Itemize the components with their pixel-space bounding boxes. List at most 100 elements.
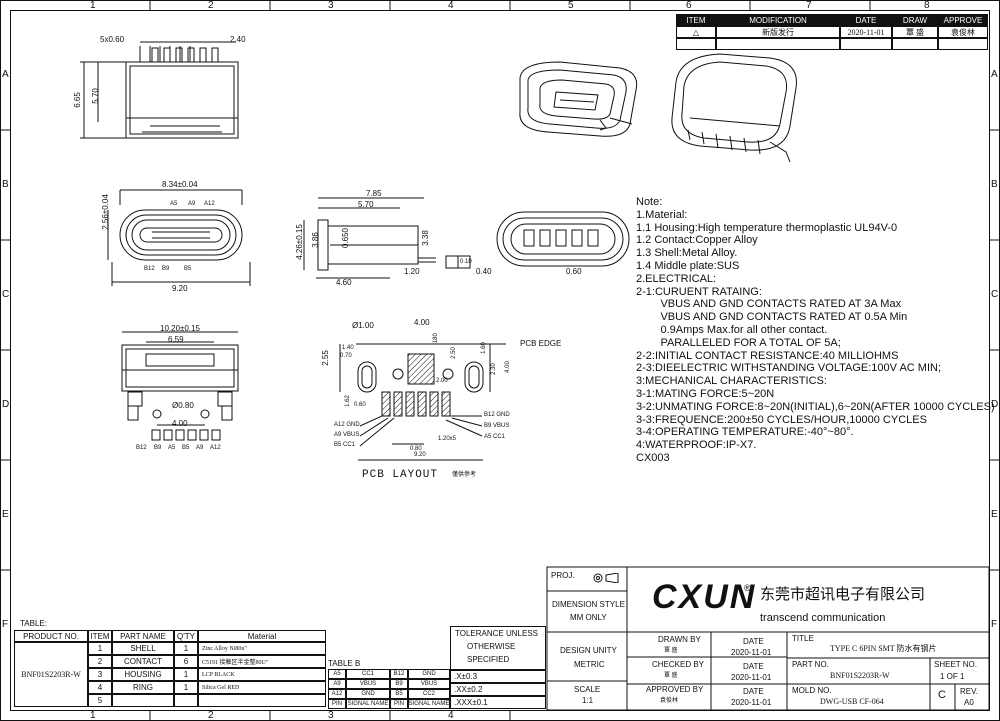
tolerance-row: .XX±0.2: [450, 683, 546, 696]
grid-row-b-right: B: [991, 179, 998, 190]
bottom-pin-a9: A9: [196, 445, 204, 451]
tb-sheet-label: SHEET NO.: [934, 660, 977, 669]
grid-row-e-right: E: [991, 509, 998, 520]
grid-row-e: E: [2, 509, 9, 520]
tb-approved-name: 袁俊林: [660, 698, 679, 704]
table-b-label: TABLE B: [328, 659, 361, 668]
front-pin-b5: B5: [184, 266, 192, 272]
bom-name: SHELL: [112, 642, 174, 655]
bottom-pin-b9: B9: [154, 445, 162, 451]
bom-name: HOUSING: [112, 668, 174, 681]
rev-empty-2: [716, 38, 840, 50]
dim-side-460: 4.60: [336, 278, 352, 287]
dim-top-665: 6.65: [72, 92, 82, 108]
tb-cell: A12: [328, 689, 346, 699]
grid-col-7: 7: [806, 0, 812, 11]
bottom-pin-b12: B12: [136, 445, 147, 451]
tb-footer: SIGNAL NAME: [408, 699, 450, 709]
bom-hdr-material: Material: [198, 630, 326, 642]
dim-side-426: 4.26±0.15: [294, 224, 304, 260]
pcb-label-b5: B5 CC1: [334, 442, 356, 448]
tb-date-val-2: 2020-11-01: [731, 673, 772, 682]
tb-cell: VBUS: [408, 679, 450, 689]
tb-size: C: [938, 689, 946, 701]
bom-table-label: TABLE:: [20, 619, 47, 628]
tb-scale-val: 1:1: [582, 696, 594, 705]
iso-view-1: [519, 61, 638, 137]
grid-row-b: B: [2, 179, 9, 190]
pcb-label-a5: A5 CC1: [484, 434, 506, 440]
tolerance-title-3: SPECIFIED: [467, 655, 510, 664]
grid-col-3-bottom: 3: [328, 710, 334, 721]
bottom-view: [121, 331, 239, 441]
bottom-pin-a5: A5: [168, 445, 176, 451]
grid-col-4: 4: [448, 0, 454, 11]
tb-cell: GND: [346, 689, 390, 699]
grid-row-c-right: C: [991, 289, 999, 300]
bom-item: 3: [88, 668, 112, 681]
pcb-dim-060: 0.60: [354, 402, 366, 408]
grid-row-f-right: F: [991, 619, 998, 630]
note-line: CX003: [636, 451, 670, 464]
tb-date-val-1: 2020-11-01: [731, 648, 772, 657]
grid-row-f: F: [2, 619, 9, 630]
tb-date-2: DATE: [743, 662, 764, 671]
tb-mold-no-val: DWG-USB CF-064: [820, 697, 884, 706]
bom-item: 2: [88, 655, 112, 668]
grid-col-3: 3: [328, 0, 334, 11]
rev-hdr-item: ITEM: [676, 14, 716, 26]
pcb-dim-140: 1.40: [342, 345, 354, 351]
dim-front-256: 2.56±0.04: [100, 194, 110, 230]
tb-title-label: TITLE: [792, 634, 814, 643]
dim-side-570: 5.70: [358, 200, 374, 209]
tb-cell: CC2: [408, 689, 450, 699]
note-line: PARALLELED FOR A TOTAL OF 5A;: [636, 336, 841, 349]
front-pin-b9: B9: [162, 266, 170, 272]
tb-cell: CC1: [346, 669, 390, 679]
tb-scale: SCALE: [574, 685, 601, 694]
tb-date-val-3: 2020-11-01: [731, 698, 772, 707]
pcb-dim-200: 2.00: [436, 378, 448, 384]
note-line: Note:: [636, 196, 663, 208]
dim-end-040: 0.40: [476, 267, 492, 276]
dim-bottom-1020: 10.20±0.15: [160, 324, 200, 333]
company-name-cn: 东莞市超讯电子有限公司: [760, 586, 926, 603]
company-logo: CXUN: [652, 578, 757, 616]
note-line: 1.2 Contact:Copper Alloy: [636, 234, 758, 247]
pcb-dim-230: 2.30: [490, 363, 497, 375]
tolerance-title-2: OTHERWISE: [467, 642, 516, 651]
pcb-label-a12: A12 GND: [334, 422, 360, 428]
grid-row-d-right: D: [991, 399, 999, 410]
rev-empty-4: [892, 38, 938, 50]
tolerance-row: .X±0.3: [450, 670, 546, 683]
grid-row-c: C: [2, 289, 10, 300]
note-line: 4:WATERPROOF:IP-X7.: [636, 439, 757, 452]
front-pin-b12: B12: [144, 266, 155, 272]
note-line: VBUS AND GND CONTACTS RATED AT 0.5A Min: [636, 311, 908, 324]
bom-product-no: BNF01S2203R-W: [14, 642, 88, 707]
tb-proj: PROJ.: [551, 571, 575, 580]
dim-front-920: 9.20: [172, 284, 188, 293]
grid-col-6: 6: [686, 0, 692, 11]
registered-icon: ®: [744, 583, 751, 593]
pcb-layout-subtitle: 僅供參考: [452, 472, 477, 478]
tb-cell: B9: [390, 679, 408, 689]
bom-qty: 6: [174, 655, 198, 668]
grid-col-4-bottom: 4: [448, 710, 454, 721]
title-block-lines: [546, 566, 990, 711]
note-line: 2-2:INITIAL CONTACT RESISTANCE:40 MILLIO…: [636, 349, 899, 362]
rev-hdr-date: DATE: [840, 14, 892, 26]
rev-approve: 袁俊林: [938, 26, 988, 38]
bom-hdr-product: PRODUCT NO.: [14, 630, 88, 642]
tb-checked-name: 覃 盛: [664, 673, 678, 679]
note-line: 2-1:CURUENT RATAING:: [636, 285, 762, 298]
bom-item: 5: [88, 694, 112, 707]
spec-notes: Note: 1.Material: 1.1 Housing:High tempe…: [636, 196, 995, 465]
rev-empty-3: [840, 38, 892, 50]
tb-title-val: TYPE C 6PIN SMT 防水有钢片: [830, 644, 937, 653]
company-name-en: transcend communication: [760, 612, 886, 624]
tb-design-unity: DESIGN UNITY: [560, 646, 617, 655]
tb-mm-only: MM ONLY: [570, 613, 607, 622]
dim-top-240: 2.40: [230, 35, 246, 44]
note-line: 0.9Amps Max.for all other contact.: [636, 323, 828, 336]
